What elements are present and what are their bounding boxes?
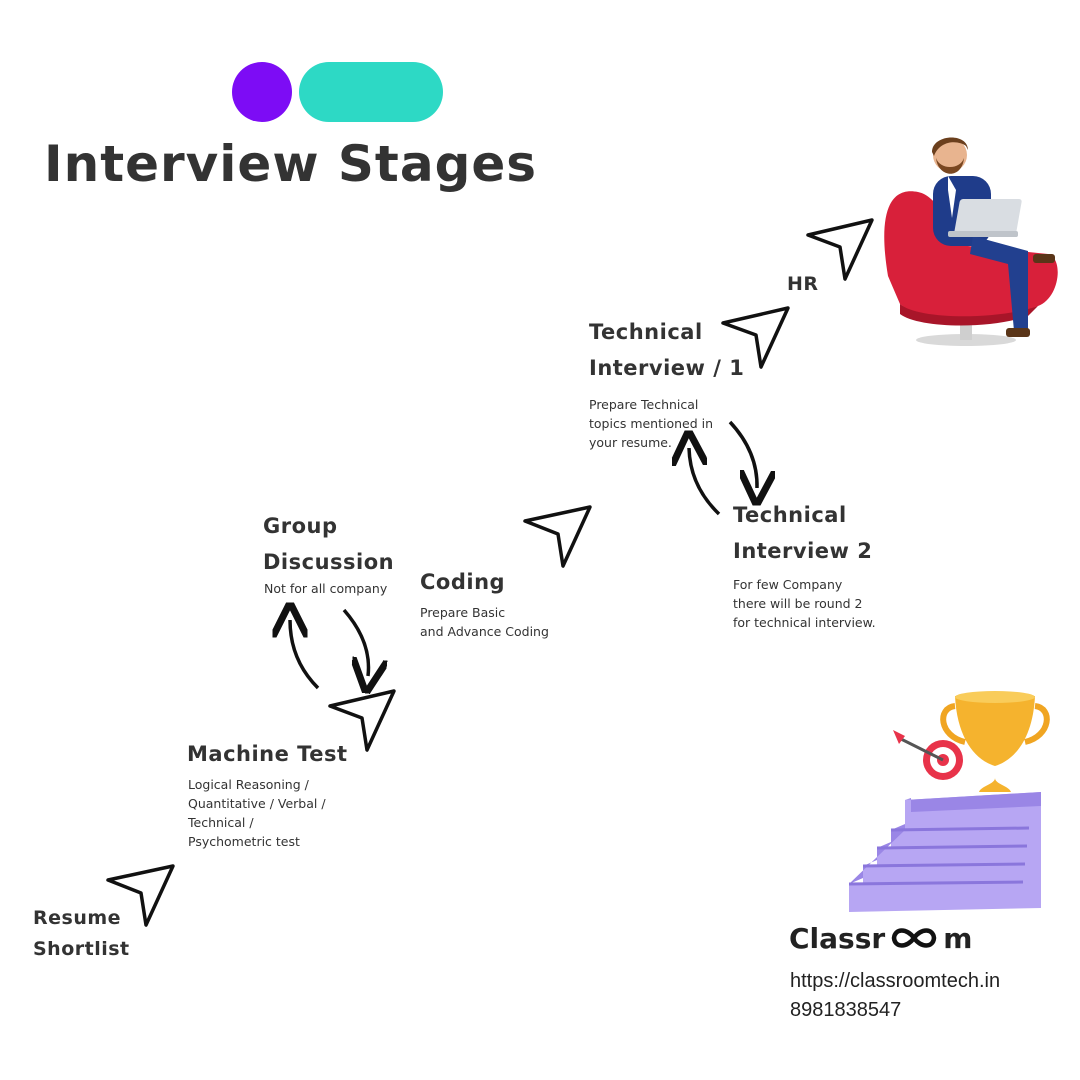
brand-name-end: m <box>943 922 973 955</box>
stage-gd-line2: Discussion <box>263 550 395 574</box>
page-title: Interview Stages <box>44 135 538 193</box>
note-line: Logical Reasoning / <box>188 777 309 792</box>
stage-technical-2: Technical Interview 2 <box>733 497 872 569</box>
note-line: topics mentioned in <box>589 416 714 431</box>
cycle-arrow-icon <box>290 620 320 690</box>
cycle-arrow-icon <box>342 608 369 676</box>
note-line: Not for all company <box>264 581 388 596</box>
stage-machine-test-label: Machine Test <box>187 742 348 766</box>
note-line: for technical interview. <box>733 615 876 630</box>
note-line: Quantitative / Verbal / <box>188 796 326 811</box>
stage-machine-test-notes: Logical Reasoning / Quantitative / Verba… <box>188 775 326 851</box>
stage-hr-label: HR <box>787 273 819 295</box>
cycle-arrow-icon <box>728 420 757 488</box>
note-line: Prepare Basic <box>420 605 506 620</box>
brand-url[interactable]: https://classroomtech.in <box>790 970 1001 992</box>
brand-logo: Classr m <box>789 922 972 955</box>
note-line: For few Company <box>733 577 843 592</box>
brand-name-start: Classr <box>789 922 886 955</box>
arrow-pointer-icon <box>806 218 874 281</box>
stage-resume-shortlist: Resume Shortlist <box>33 903 130 965</box>
businessman-illustration <box>884 137 1058 346</box>
stage-tech1-line2: Interview / 1 <box>589 356 745 380</box>
purple-dot <box>232 62 292 122</box>
stage-tech2-line1: Technical <box>733 503 847 527</box>
note-line: Psychometric test <box>188 834 300 849</box>
arrow-pointer-icon <box>106 864 175 927</box>
stage-technical-1-notes: Prepare Technical topics mentioned in yo… <box>589 395 713 452</box>
brand-phone: 8981838547 <box>790 999 902 1021</box>
arrow-pointer-icon <box>721 306 790 369</box>
teal-pill <box>299 62 443 122</box>
stage-coding-notes: Prepare Basic and Advance Coding <box>420 603 549 641</box>
stage-gd-line1: Group <box>263 514 338 538</box>
note-line: and Advance Coding <box>420 624 549 639</box>
stage-tech1-line1: Technical <box>589 320 703 344</box>
note-line: Technical / <box>188 815 254 830</box>
infinity-logo-icon <box>891 928 937 948</box>
arrow-pointer-icon <box>523 505 592 568</box>
cycle-arrow-icon <box>689 448 721 516</box>
stage-technical-1: Technical Interview / 1 <box>589 314 744 386</box>
stage-resume-line2: Shortlist <box>33 938 130 960</box>
stage-group-discussion: Group Discussion <box>263 508 394 580</box>
note-line: Prepare Technical <box>589 397 699 412</box>
stage-tech2-line2: Interview 2 <box>733 539 873 563</box>
note-line: there will be round 2 <box>733 596 863 611</box>
stage-technical-2-notes: For few Company there will be round 2 fo… <box>733 575 876 632</box>
stage-coding-label: Coding <box>420 570 506 594</box>
stage-resume-line1: Resume <box>33 907 122 929</box>
stage-group-discussion-notes: Not for all company <box>264 579 387 598</box>
note-line: your resume. <box>589 435 672 450</box>
trophy-stairs-illustration <box>848 691 1050 912</box>
arrow-pointer-icon <box>328 689 396 752</box>
